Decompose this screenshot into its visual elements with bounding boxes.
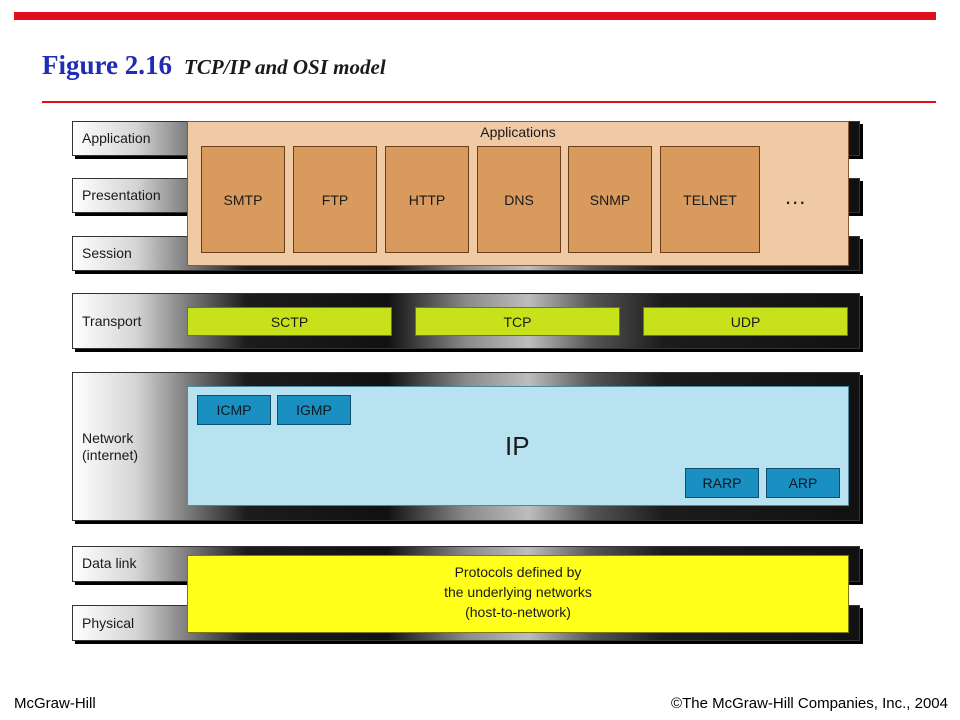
protocol-telnet: TELNET (660, 146, 760, 253)
more-protocols-ellipsis: ... (785, 184, 807, 209)
protocol-ftp: FTP (293, 146, 377, 253)
footer-copyright: ©The McGraw-Hill Companies, Inc., 2004 (671, 695, 948, 712)
host-to-network-line3: (host-to-network) (465, 604, 571, 620)
layer-label-network: Network (82, 430, 134, 446)
layer-label-transport: Transport (82, 313, 142, 329)
protocol-smtp: SMTP (201, 146, 285, 253)
protocol-igmp: IGMP (277, 395, 351, 425)
layer-label-physical: Physical (82, 615, 135, 631)
slide-title: Figure 2.16 TCP/IP and OSI model (42, 50, 386, 81)
layer-label-application: Application (82, 130, 151, 146)
protocol-dns: DNS (477, 146, 561, 253)
footer-publisher: McGraw-Hill (14, 695, 96, 712)
protocol-arp: ARP (766, 468, 840, 498)
protocol-rarp: RARP (685, 468, 759, 498)
applications-title: Applications (480, 124, 556, 140)
transport-sctp: SCTP (187, 307, 392, 336)
title-divider (42, 101, 936, 103)
layer-label-session: Session (82, 245, 132, 261)
transport-tcp: TCP (415, 307, 620, 336)
figure-title: TCP/IP and OSI model (184, 55, 386, 79)
transport-udp: UDP (643, 307, 848, 336)
layer-label-presentation: Presentation (82, 187, 161, 203)
host-to-network-line2: the underlying networks (444, 584, 592, 600)
layer-label-network-sub: (internet) (82, 447, 139, 463)
ip-label: IP (505, 431, 530, 461)
figure-label: Figure 2.16 (42, 50, 172, 80)
host-to-network-line1: Protocols defined by (454, 564, 582, 580)
protocol-http: HTTP (385, 146, 469, 253)
protocol-icmp: ICMP (197, 395, 271, 425)
host-to-network-box (187, 555, 849, 633)
top-accent-bar (14, 12, 936, 20)
host-to-network-text: Protocols defined by the underlying netw… (187, 562, 849, 622)
protocol-snmp: SNMP (568, 146, 652, 253)
layer-label-data-link: Data link (82, 555, 137, 571)
